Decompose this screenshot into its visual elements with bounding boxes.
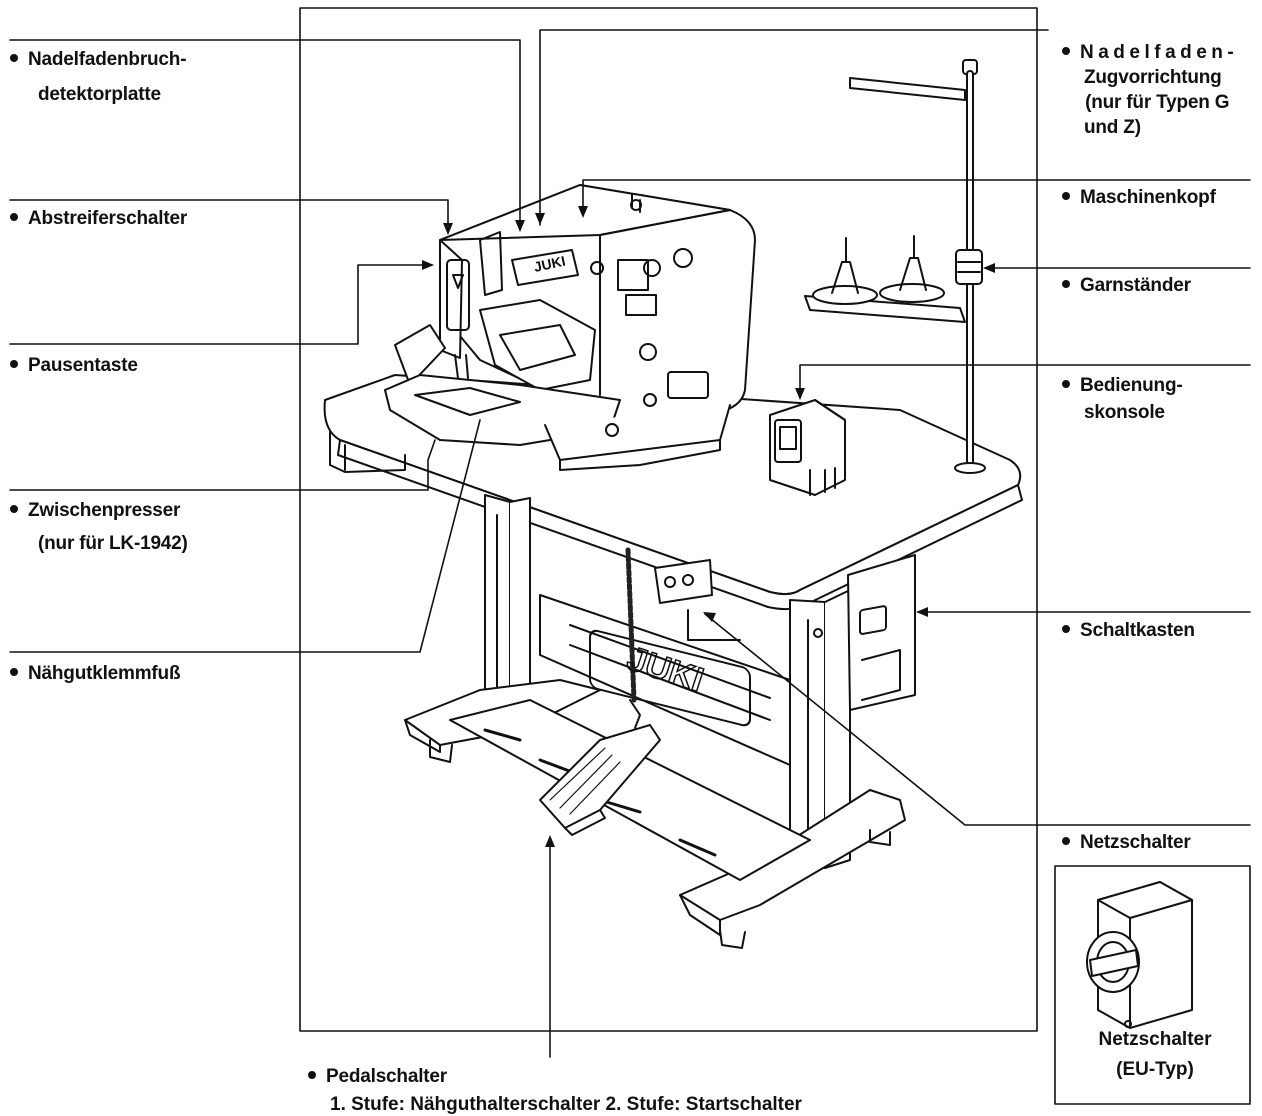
label-nadelfadenbruch: Nadelfadenbruch- detektorplatte — [10, 46, 187, 108]
inset-frame — [1054, 865, 1251, 1105]
pedal-chain — [625, 547, 637, 703]
label-zugvorrichtung: Nadelfaden- Zugvorrichtung (nur für Type… — [1062, 40, 1238, 140]
bullet-icon — [10, 667, 18, 676]
label-zwischenpresser: Zwischenpresser (nur für LK-1942) — [10, 497, 188, 557]
bullet-icon — [308, 1070, 316, 1079]
bullet-icon — [1062, 379, 1070, 388]
label-naehgutklemmfuss: Nähgutklemmfuß — [10, 660, 181, 687]
leader-lines — [9, 29, 1251, 1058]
arrowheads — [422, 206, 995, 847]
pedal — [539, 699, 661, 836]
illustration-frame — [299, 7, 1038, 1032]
eu-power-switch-illustration — [1086, 881, 1193, 1029]
bullet-icon — [10, 504, 18, 513]
thread-stand — [804, 59, 986, 474]
bullet-icon — [1062, 279, 1070, 288]
bullet-icon — [1062, 46, 1070, 55]
label-pausentaste: Pausentaste — [10, 352, 138, 379]
bullet-icon — [10, 212, 18, 221]
label-pedalschalter: Pedalschalter — [308, 1063, 447, 1090]
label-abstreiferschalter: Abstreiferschalter — [10, 205, 187, 232]
label-bedienungskonsole: Bedienung- skonsole — [1062, 372, 1183, 426]
pedal-note: 1. Stufe: Nähguthalterschalter 2. Stufe:… — [330, 1094, 802, 1115]
inset-caption: Netzschalter (EU-Typ) — [1098, 1029, 1212, 1080]
bullet-icon — [10, 359, 18, 368]
bullet-icon — [1062, 624, 1070, 633]
label-garnstaender: Garnständer — [1062, 272, 1191, 299]
machine-brand: JUKI — [532, 253, 567, 275]
bullet-icon — [1062, 836, 1070, 845]
label-netzschalter: Netzschalter — [1062, 829, 1191, 856]
bullet-icon — [10, 53, 18, 62]
operation-panel — [769, 399, 846, 496]
bullet-icon — [1062, 191, 1070, 200]
stand — [404, 494, 916, 949]
machine-head — [384, 184, 756, 471]
label-schaltkasten: Schaltkasten — [1062, 617, 1195, 644]
label-maschinenkopf: Maschinenkopf — [1062, 184, 1216, 211]
